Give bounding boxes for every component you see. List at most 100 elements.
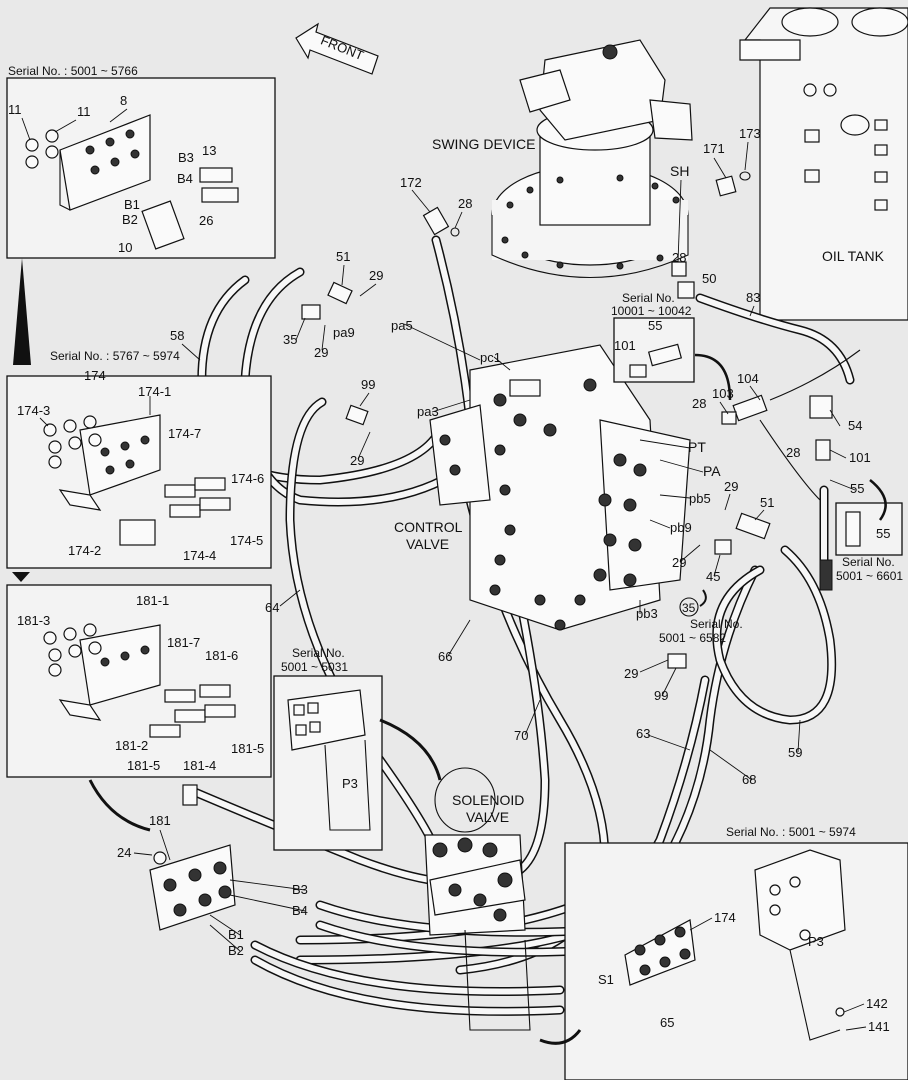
serial-box2: Serial No. : 5767 ~ 5974 [50, 349, 180, 363]
label-p13: 13 [202, 143, 216, 158]
oil-tank-label: OIL TANK [822, 248, 885, 264]
label-pb3: pb3 [636, 606, 658, 621]
label-p174-5: 174-5 [230, 533, 263, 548]
label-p66: 66 [438, 649, 452, 664]
inset-box-serial-10001-10042: Serial No. 10001 ~ 10042 55 101 [611, 291, 695, 383]
label-b2: B2 [228, 943, 244, 958]
control-valve-label-1: CONTROL [394, 519, 463, 535]
inset-box-serial-5001-5974: Serial No. : 5001 ~ 5974 174 P3 S1 65 14… [564, 825, 908, 1080]
label-p174-7: 174-7 [168, 426, 201, 441]
label-p172: 172 [400, 175, 422, 190]
label-p51a: 51 [336, 249, 350, 264]
label-p10: 10 [118, 240, 132, 255]
pointer-arrows [88, 353, 887, 1045]
label-p3: P3 [342, 776, 358, 791]
label-p174-3: 174-3 [17, 403, 50, 418]
label-p174-2: 174-2 [68, 543, 101, 558]
label-p55b: 55 [850, 481, 864, 496]
inset-box-serial-5001-5766: Serial No. : 5001 ~ 5766 8 11 11 13 B3 B… [6, 64, 276, 259]
label-p35c: 35 [682, 601, 696, 615]
label-p83: 83 [746, 290, 760, 305]
label-p29a: 29 [369, 268, 383, 283]
label-p26: 26 [199, 213, 213, 228]
label-pa9: pa9 [333, 325, 355, 340]
label-p141: 141 [868, 1019, 890, 1034]
label-box-55-b: 5001 ~ 6601 [836, 569, 903, 583]
valve-fittings [439, 378, 647, 631]
label-p181: 181 [149, 813, 171, 828]
label-box-101-a: Serial No. [622, 291, 675, 305]
label-p28a: 28 [458, 196, 472, 211]
label-p174-4: 174-4 [183, 548, 216, 563]
oil-tank: OIL TANK [739, 7, 908, 321]
inset-box-serial-5001-6601: 55 Serial No. 5001 ~ 6601 [835, 502, 903, 583]
label-p29b: 29 [314, 345, 328, 360]
label-pa: PA [703, 463, 721, 479]
inset-box-serial-5001-5031: Serial No. 5001 ~ 5031 P3 [273, 646, 383, 851]
label-b1: B1 [124, 197, 140, 212]
label-p181-5a: 181-5 [127, 758, 160, 773]
label-p99a: 99 [361, 377, 375, 392]
label-p101b: 101 [849, 450, 871, 465]
label-p55c: 55 [876, 526, 890, 541]
port-sh: SH [670, 163, 689, 179]
label-box-101-b: 10001 ~ 10042 [611, 304, 692, 318]
label-b4: B4 [292, 903, 308, 918]
label-p181-6: 181-6 [205, 648, 238, 663]
label-p63: 63 [636, 726, 650, 741]
label-p181-3: 181-3 [17, 613, 50, 628]
front-arrow: FRONT [295, 22, 379, 75]
swing-device-label: SWING DEVICE [432, 136, 535, 152]
label-p45: 45 [706, 569, 720, 584]
label-p28b: 28 [672, 250, 686, 265]
main-labels: 172 28 28 50 171 173 83 51 29 35 29 pa9 … [117, 126, 871, 958]
label-p29f: 29 [624, 666, 638, 681]
label-note-35-b: 5001 ~ 6582 [659, 631, 726, 645]
label-p59: 59 [788, 745, 802, 760]
label-p174: 174 [84, 368, 106, 383]
label-box-p3-a: Serial No. [292, 646, 345, 660]
swing-device: SWING DEVICE SH [432, 39, 693, 278]
label-b2: B2 [122, 212, 138, 227]
label-p142: 142 [866, 996, 888, 1011]
leader-lines [133, 141, 856, 952]
solenoid-valve: SOLENOID VALVE [424, 767, 531, 1031]
solenoid-valve-label-2: VALVE [466, 809, 509, 825]
label-pc1: pc1 [480, 350, 501, 365]
label-p28c: 28 [692, 396, 706, 411]
label-p99b: 99 [654, 688, 668, 703]
label-p50: 50 [702, 271, 716, 286]
label-note-35-a: Serial No. [690, 617, 743, 631]
control-valve: CONTROL VALVE [394, 344, 691, 631]
label-box-p3-b: 5001 ~ 5031 [281, 660, 348, 674]
label-pa5: pa5 [391, 318, 413, 333]
serial-box1: Serial No. : 5001 ~ 5766 [8, 64, 138, 78]
pointer-box1 [13, 258, 31, 365]
label-p174b: 174 [714, 910, 736, 925]
label-p8: 8 [120, 93, 127, 108]
circle-35 [679, 597, 699, 617]
inset-box-181: 181-1 181-3 181-7 181-6 181-5 181-2 181-… [6, 584, 272, 778]
label-p181-1: 181-1 [136, 593, 169, 608]
inset-box-serial-5767-5974: Serial No. : 5767 ~ 5974 174 174-1 174-3… [6, 349, 272, 569]
label-p29c: 29 [350, 453, 364, 468]
label-p28d: 28 [786, 445, 800, 460]
label-p171: 171 [703, 141, 725, 156]
label-p29d: 29 [724, 479, 738, 494]
label-box-br: Serial No. : 5001 ~ 5974 [726, 825, 856, 839]
label-pa3: pa3 [417, 404, 439, 419]
solenoid-valve-label-1: SOLENOID [452, 792, 524, 808]
label-pb9: pb9 [670, 520, 692, 535]
fittings [301, 171, 833, 669]
label-p70: 70 [514, 728, 528, 743]
label-p29e: 29 [672, 555, 686, 570]
bracket-181-assembly [149, 784, 236, 931]
label-b4: B4 [177, 171, 193, 186]
swing-bolts [501, 174, 680, 270]
label-p181-2: 181-2 [115, 738, 148, 753]
label-p174-1: 174-1 [138, 384, 171, 399]
label-p55a: 55 [648, 318, 662, 333]
label-b1: B1 [228, 927, 244, 942]
